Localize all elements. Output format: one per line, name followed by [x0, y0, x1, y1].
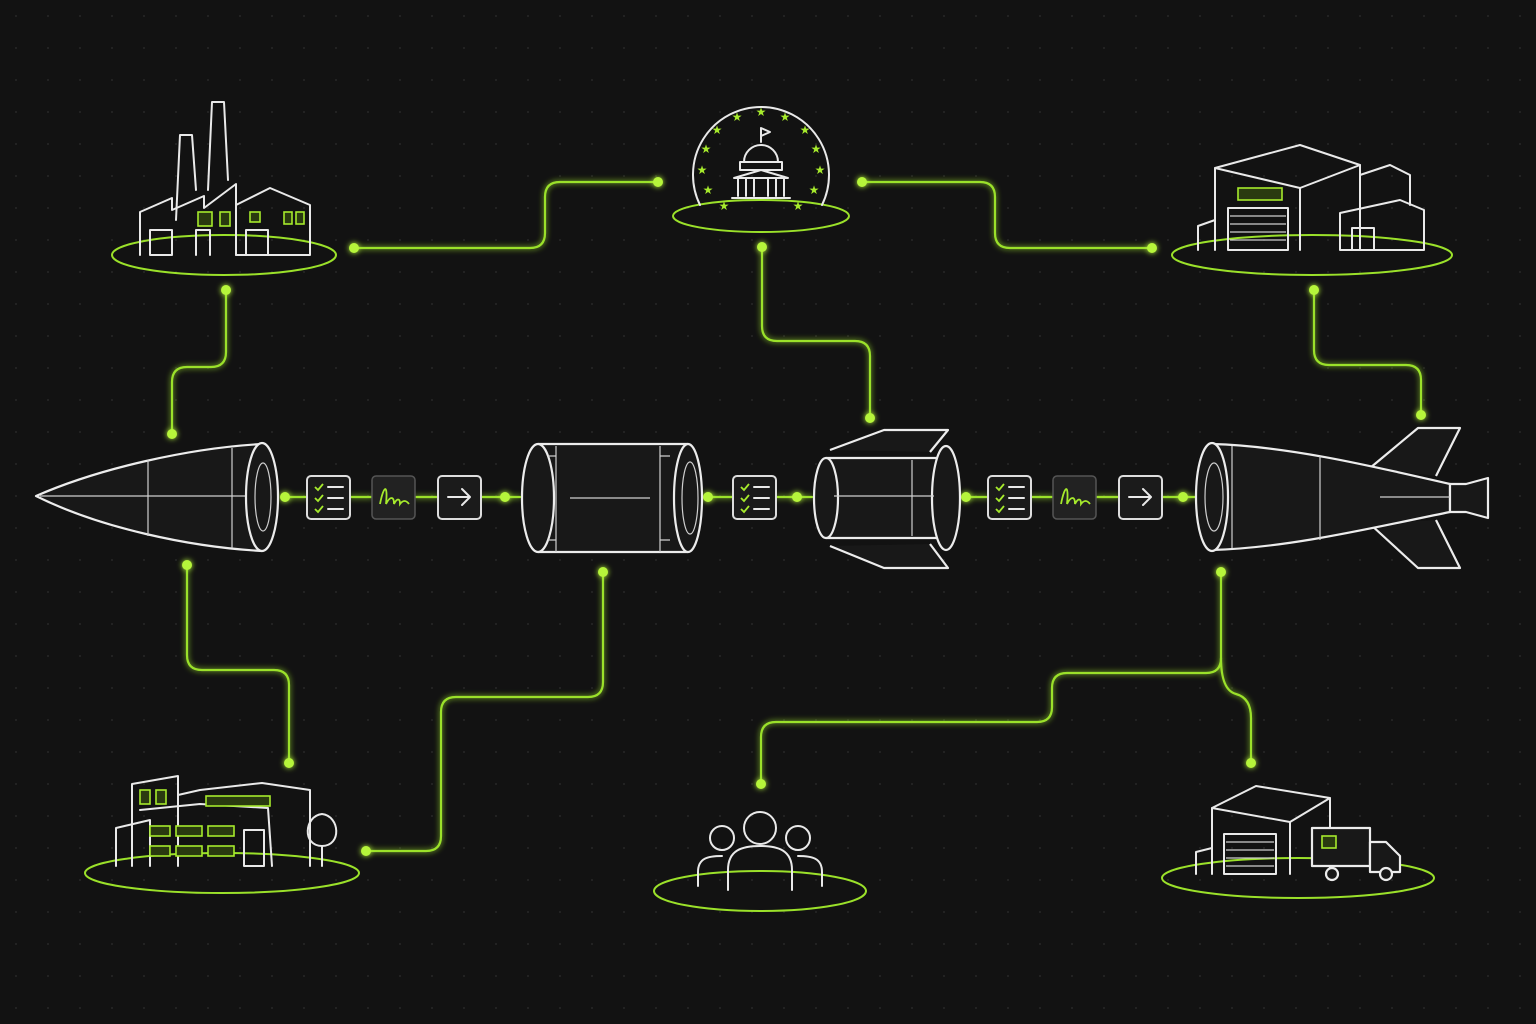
- body-section-icon: [520, 442, 704, 554]
- svg-text:★: ★: [756, 105, 767, 119]
- checklist-icon: [732, 475, 777, 520]
- svg-text:★: ★: [815, 163, 826, 177]
- signature-icon: [371, 475, 416, 520]
- svg-text:★: ★: [712, 123, 723, 137]
- office-building-icon: [84, 775, 360, 894]
- svg-text:★: ★: [701, 142, 712, 156]
- arrow-right-icon: [1118, 475, 1163, 520]
- svg-text:★: ★: [780, 110, 791, 124]
- delivery-truck-icon: [1161, 785, 1435, 899]
- fin-section-icon: [812, 428, 962, 570]
- svg-text:★: ★: [800, 123, 811, 137]
- svg-text:★: ★: [719, 199, 730, 213]
- warehouse-icon: [1171, 144, 1453, 276]
- svg-text:★: ★: [703, 183, 714, 197]
- people-group-icon: [653, 811, 867, 912]
- nose-cone-icon: [34, 441, 280, 553]
- checklist-icon: [987, 475, 1032, 520]
- svg-text:★: ★: [732, 110, 743, 124]
- svg-text:★: ★: [697, 163, 708, 177]
- checklist-icon: [306, 475, 351, 520]
- svg-text:★: ★: [793, 199, 804, 213]
- svg-text:★: ★: [811, 142, 822, 156]
- arrow-right-icon: [437, 475, 482, 520]
- capitol-seal-icon: ★ ★ ★ ★ ★ ★ ★ ★ ★ ★ ★ ★ ★: [672, 105, 850, 233]
- missile-icon: [1194, 426, 1490, 570]
- factory-icon: [111, 101, 337, 276]
- svg-text:★: ★: [809, 183, 820, 197]
- signature-icon: [1052, 475, 1097, 520]
- connector-dots: [167, 177, 1426, 856]
